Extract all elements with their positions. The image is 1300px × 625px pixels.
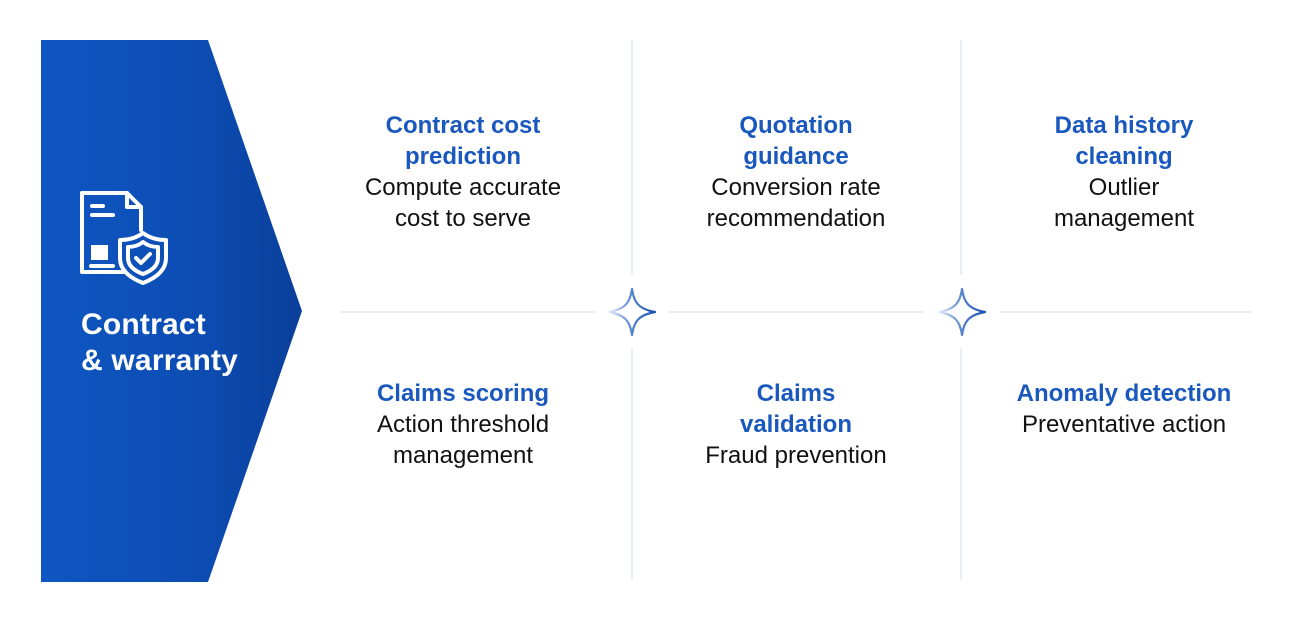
- hero-panel: Contract & warranty: [41, 40, 302, 582]
- cell-title-line1: Data history: [1054, 112, 1194, 139]
- divider-vertical-1-bottom: [631, 348, 633, 580]
- cell-title-line2: prediction: [404, 143, 521, 170]
- cell-desc-line1: Compute accurate: [364, 174, 562, 201]
- cell-title-line2: cleaning: [1075, 143, 1173, 170]
- sparkle-icon: [607, 287, 657, 337]
- cell-claims-validation: Claims validation Fraud prevention: [646, 378, 946, 471]
- cell-contract-cost-prediction: Contract cost prediction Compute accurat…: [313, 110, 613, 234]
- divider-vertical-1-top: [631, 40, 633, 275]
- cell-claims-scoring: Claims scoring Action threshold manageme…: [313, 378, 613, 471]
- cell-quotation-guidance: Quotation guidance Conversion rate recom…: [646, 110, 946, 234]
- cell-title-line1: Claims: [756, 380, 836, 407]
- cell-desc-line1: Outlier: [1088, 174, 1160, 201]
- hero-title: Contract & warranty: [81, 307, 238, 379]
- cell-desc-line2: recommendation: [706, 205, 886, 232]
- cell-desc-line2: management: [392, 442, 534, 469]
- contract-shield-icon: [80, 191, 168, 285]
- cell-desc-line1: Fraud prevention: [705, 442, 887, 469]
- divider-vertical-2-top: [960, 40, 962, 275]
- divider-horizontal-2: [668, 311, 924, 313]
- cell-desc-line2: management: [1053, 205, 1195, 232]
- divider-horizontal-1: [340, 311, 595, 313]
- cell-title-line2: guidance: [743, 143, 849, 170]
- cell-desc-line1: Conversion rate: [711, 174, 881, 201]
- cell-desc-line2: cost to serve: [394, 205, 532, 232]
- cell-desc-line1: Action threshold: [376, 411, 550, 438]
- cell-title-line1: Claims scoring: [376, 380, 550, 407]
- hero-title-line1: Contract: [81, 308, 206, 341]
- cell-data-history-cleaning: Data history cleaning Outlier management: [974, 110, 1274, 234]
- cell-desc-line1: Preventative action: [1021, 411, 1227, 438]
- cell-title-line1: Anomaly detection: [1016, 380, 1232, 407]
- cell-anomaly-detection: Anomaly detection Preventative action: [974, 378, 1274, 440]
- divider-vertical-2-bottom: [960, 348, 962, 580]
- cell-title-line1: Contract cost: [385, 112, 541, 139]
- cell-title-line1: Quotation: [739, 112, 853, 139]
- divider-horizontal-3: [1000, 311, 1252, 313]
- cell-title-line2: validation: [739, 411, 853, 438]
- hero-title-line2: & warranty: [81, 344, 239, 377]
- sparkle-icon: [937, 287, 987, 337]
